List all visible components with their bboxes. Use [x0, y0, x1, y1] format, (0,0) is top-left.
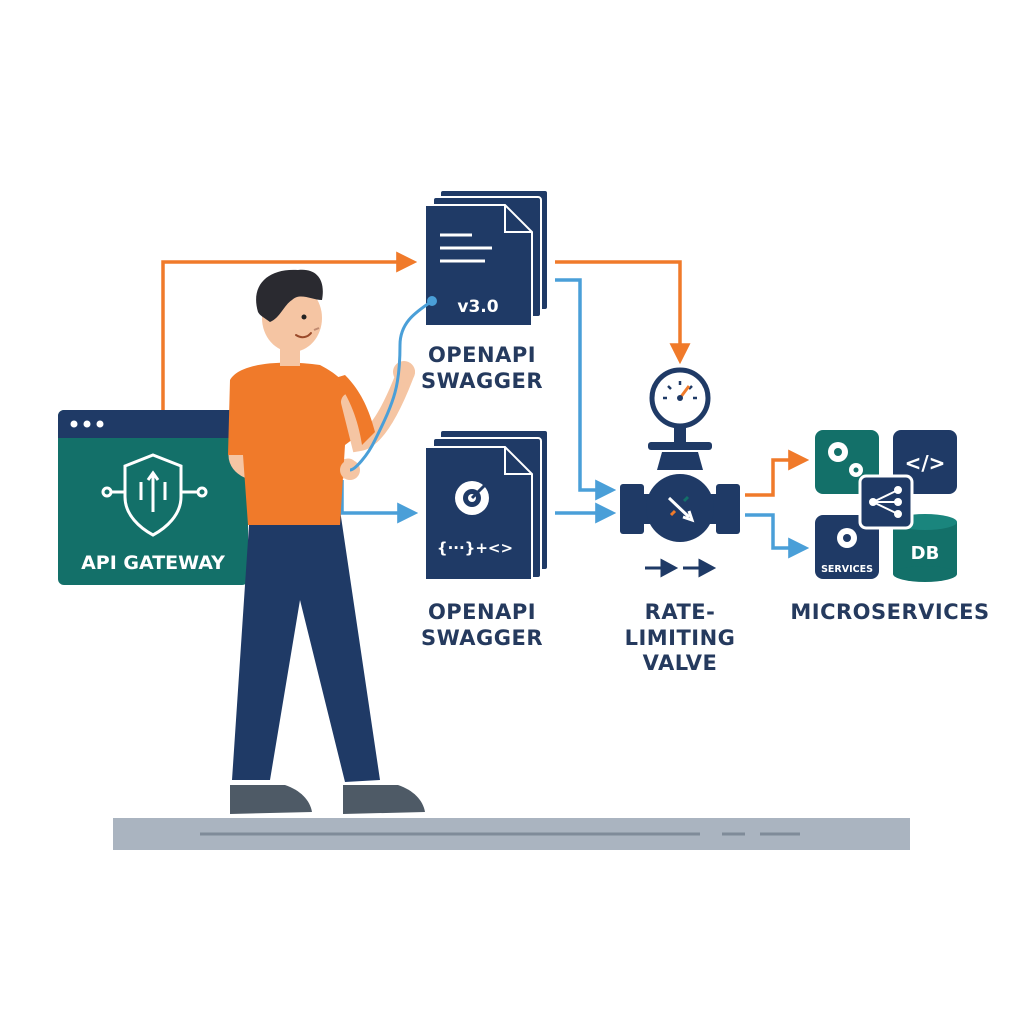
- microservices-label-text: MICROSERVICES: [790, 600, 990, 624]
- gears-icon: [828, 442, 863, 477]
- services-tile-label: SERVICES: [821, 564, 873, 575]
- spec-top-label: OPENAPI SWAGGER: [412, 343, 552, 394]
- spec-top-label-line1: OPENAPI: [427, 343, 537, 367]
- microservices-label: MICROSERVICES: [790, 600, 990, 626]
- code-symbol-label: {···}+<>: [437, 539, 513, 557]
- openapi-logo-icon: [455, 481, 489, 515]
- shield-icon: [101, 453, 208, 537]
- spec-bottom-label: OPENAPI SWAGGER: [412, 600, 552, 651]
- spec-top-label-line2: SWAGGER: [420, 368, 544, 393]
- connection-cable: [349, 299, 433, 472]
- person-to-spec-arrow: [340, 480, 419, 524]
- spec-to-valve-arrow: [555, 260, 691, 365]
- valve-label-line2: VALVE: [642, 651, 718, 676]
- valve-label-line1: RATE-LIMITING: [624, 600, 736, 650]
- spec-version-label: v3.0: [457, 297, 498, 317]
- db-tile-label: DB: [911, 543, 940, 564]
- network-hub-icon: [869, 486, 902, 518]
- valve-to-micro-orange-arrow: [745, 449, 810, 497]
- valve-label: RATE-LIMITING VALVE: [590, 600, 770, 677]
- microservices-cluster: </> SERVICES DB: [815, 430, 957, 582]
- api-gateway-window: API GATEWAY: [58, 410, 248, 585]
- developer-person: [228, 269, 437, 814]
- code-tile-icon: </>: [905, 451, 946, 475]
- valve-to-micro-blue-arrow: [745, 513, 810, 559]
- spec-bottom-label-line2: SWAGGER: [420, 625, 544, 650]
- floor-platform: [113, 818, 910, 850]
- rate-limiting-valve: [620, 367, 740, 578]
- openapi-doc-stack-bottom: {···}+<>: [424, 429, 549, 581]
- connector-arrows: [161, 251, 810, 559]
- spec-to-valve-blue-arrow: [555, 278, 617, 501]
- document-lines-icon: [440, 233, 492, 263]
- flow-arrows-icon: [645, 558, 717, 578]
- openapi-doc-stack-top: v3.0: [424, 189, 549, 327]
- gateway-to-spec-arrow: [161, 251, 418, 410]
- spec-bottom-label-line1: OPENAPI: [427, 600, 537, 624]
- service-gear-icon: [837, 528, 857, 548]
- api-gateway-label: API GATEWAY: [81, 552, 225, 574]
